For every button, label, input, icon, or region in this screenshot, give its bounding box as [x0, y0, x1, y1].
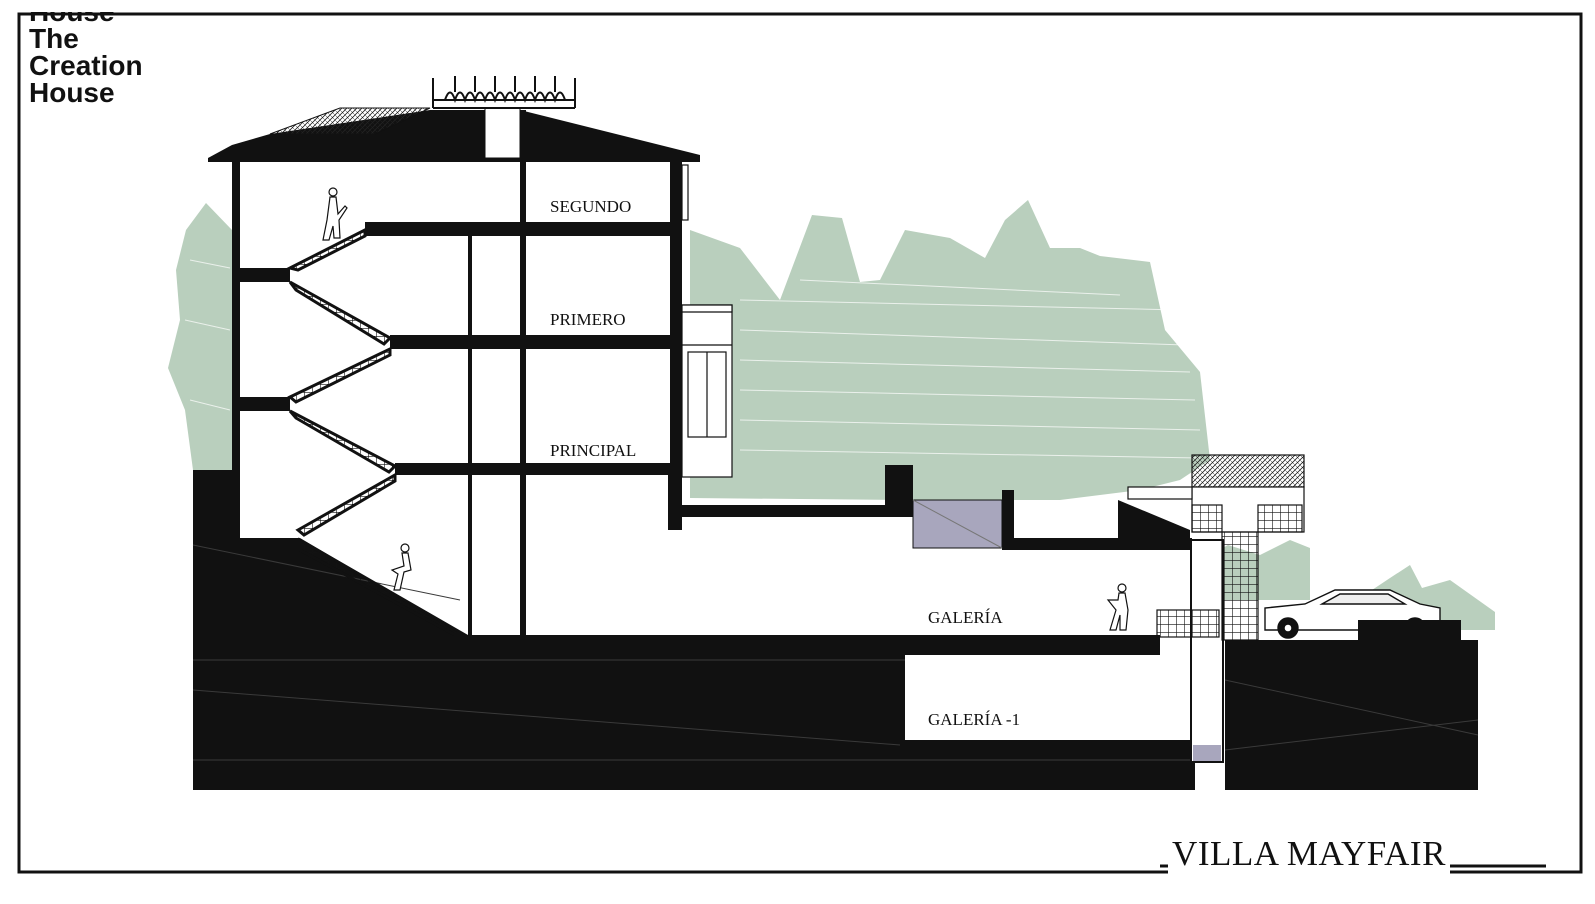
brand-logo: House The Creation House [29, 12, 189, 112]
lift-pit-water [1193, 745, 1221, 761]
floor-label-primero: PRIMERO [550, 310, 626, 329]
right-pavilion [1127, 454, 1305, 641]
drawing-border [17, 12, 1583, 874]
person-figure-galeria [1106, 583, 1129, 631]
brand-line: House [29, 12, 189, 26]
floor-label-principal: PRINCIPAL [550, 441, 636, 460]
lift-shaft [1190, 539, 1224, 763]
brand-line: House [29, 77, 115, 108]
brand-line: The [29, 23, 79, 54]
person-figure-middle [390, 543, 412, 591]
vegetation-strokes [184, 259, 1201, 459]
galeria-minus-1-void [905, 655, 1190, 740]
main-building [208, 76, 700, 637]
floor-label-galeria: GALERÍA [928, 608, 1003, 627]
adjacent-facade [681, 164, 733, 478]
brand-line: Creation [29, 50, 143, 81]
drawing-title: VILLA MAYFAIR [1168, 834, 1450, 874]
ground-lines [192, 544, 1479, 761]
car-platform [1358, 620, 1461, 640]
person-figure-top [322, 187, 348, 241]
floor-label-galeria-minus-1: GALERÍA -1 [928, 710, 1020, 729]
gallery-terraces [240, 465, 1192, 654]
floor-label-segundo: SEGUNDO [550, 197, 631, 216]
pool-line [912, 499, 1003, 549]
